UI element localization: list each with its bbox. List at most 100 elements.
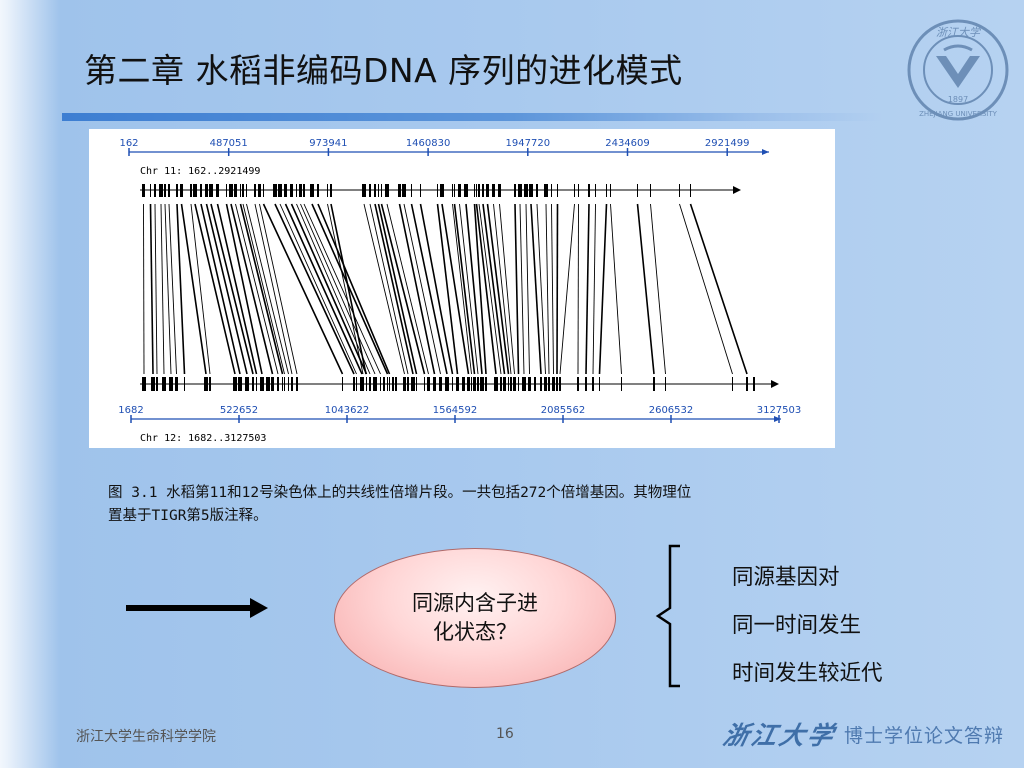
top-gene-block — [536, 184, 538, 197]
top-gene-block — [330, 184, 332, 197]
top-tick-label: 162 — [119, 138, 138, 149]
synteny-link — [403, 203, 441, 375]
bottom-gene-block — [356, 377, 357, 391]
bottom-gene-block — [477, 377, 479, 391]
top-gene-block — [296, 184, 297, 197]
top-gene-block — [242, 184, 244, 197]
bottom-tick-label: 1682 — [118, 405, 143, 416]
bottom-gene-block — [510, 377, 512, 391]
bottom-gene-block — [284, 377, 285, 391]
synteny-link — [230, 203, 274, 375]
top-gene-block — [420, 184, 421, 197]
top-gene-block — [458, 184, 461, 197]
bottom-gene-block — [528, 377, 531, 391]
bottom-gene-block — [369, 377, 371, 391]
bottom-gene-block — [621, 377, 622, 391]
bottom-gene-block — [142, 377, 146, 391]
caption-line-2: 置基于TIGR第5版注释。 — [108, 508, 268, 524]
synteny-link — [556, 203, 559, 375]
top-gene-block — [492, 184, 495, 197]
top-gene-block — [150, 184, 151, 197]
bottom-gene-block — [256, 377, 257, 391]
synteny-link — [592, 203, 596, 375]
top-gene-block — [411, 184, 412, 197]
bottom-gene-block — [467, 377, 470, 391]
synteny-link — [246, 203, 289, 375]
synteny-link — [410, 203, 448, 375]
bottom-chromosome-arrow-icon — [771, 380, 779, 388]
bottom-gene-block — [513, 377, 516, 391]
bottom-gene-block — [184, 377, 185, 391]
top-gene-block — [650, 184, 651, 197]
bottom-gene-block — [282, 377, 283, 391]
synteny-link — [689, 203, 748, 375]
bottom-gene-block — [411, 377, 415, 391]
synteny-link — [473, 203, 487, 375]
footer-department: 浙江大学生命科学学院 — [76, 729, 216, 745]
synteny-link — [453, 203, 476, 375]
top-gene-block — [498, 184, 501, 197]
synteny-link — [598, 203, 608, 375]
synteny-link — [330, 203, 367, 375]
synteny-link — [519, 203, 525, 375]
bottom-gene-block — [577, 377, 579, 391]
top-gene-block — [464, 184, 468, 197]
footer-brand: 浙江大学 博士学位论文答辩 — [721, 716, 1004, 752]
footer-brand-script: 浙江大学 — [720, 721, 839, 750]
top-gene-block — [205, 184, 208, 197]
synteny-link — [577, 203, 579, 375]
bottom-gene-block — [585, 377, 587, 391]
top-gene-block — [273, 184, 277, 197]
bottom-gene-block — [416, 377, 417, 391]
synteny-link — [216, 203, 258, 375]
bottom-gene-block — [732, 377, 733, 391]
conclusion-item-2: 同一时间发生 — [732, 613, 862, 638]
title-rule — [62, 113, 882, 121]
synteny-link — [452, 203, 472, 375]
gene-blocks — [140, 184, 779, 391]
synteny-link — [475, 203, 497, 375]
bottom-gene-block — [395, 377, 397, 391]
bottom-gene-block — [485, 377, 487, 391]
bottom-gene-block — [238, 377, 242, 391]
top-gene-block — [544, 184, 548, 197]
synteny-link — [225, 203, 263, 375]
synteny-link — [441, 203, 470, 375]
top-gene-block — [310, 184, 314, 197]
bottom-gene-block — [233, 377, 237, 391]
synteny-link — [478, 203, 502, 375]
top-gene-block — [557, 184, 558, 197]
top-tick-label: 487051 — [210, 138, 248, 149]
synteny-link — [545, 203, 550, 375]
top-gene-block — [385, 184, 389, 197]
top-gene-block — [159, 184, 163, 197]
top-gene-block — [164, 184, 166, 197]
top-chromosome-arrow-icon — [733, 186, 741, 194]
synteny-link — [679, 203, 733, 375]
bottom-gene-block — [503, 377, 506, 391]
synteny-link — [650, 203, 666, 375]
bottom-gene-block — [392, 377, 394, 391]
bottom-gene-block — [162, 377, 166, 391]
university-logo: 浙江大学 1897 ZHEJIANG UNIVERSITY — [907, 19, 1009, 121]
bottom-gene-block — [373, 377, 377, 391]
bottom-gene-block — [291, 377, 293, 391]
top-axis-arrow-icon — [762, 149, 769, 155]
top-gene-block — [476, 184, 477, 197]
top-gene-block — [486, 184, 489, 197]
top-gene-block — [588, 184, 590, 197]
bottom-gene-block — [266, 377, 270, 391]
top-gene-block — [190, 184, 192, 197]
synteny-link — [143, 203, 145, 375]
bottom-gene-block — [175, 377, 178, 391]
logo-emblem-icon — [936, 56, 980, 88]
top-gene-block — [254, 184, 256, 197]
bottom-tick-label: 2606532 — [649, 405, 694, 416]
top-gene-block — [246, 184, 247, 197]
top-gene-block — [518, 184, 522, 197]
logo-year: 1897 — [948, 95, 968, 104]
synteny-link — [380, 203, 426, 375]
top-gene-block — [209, 184, 213, 197]
bottom-gene-block — [260, 377, 264, 391]
logo-bottom-text: ZHEJIANG UNIVERSITY — [919, 110, 998, 118]
